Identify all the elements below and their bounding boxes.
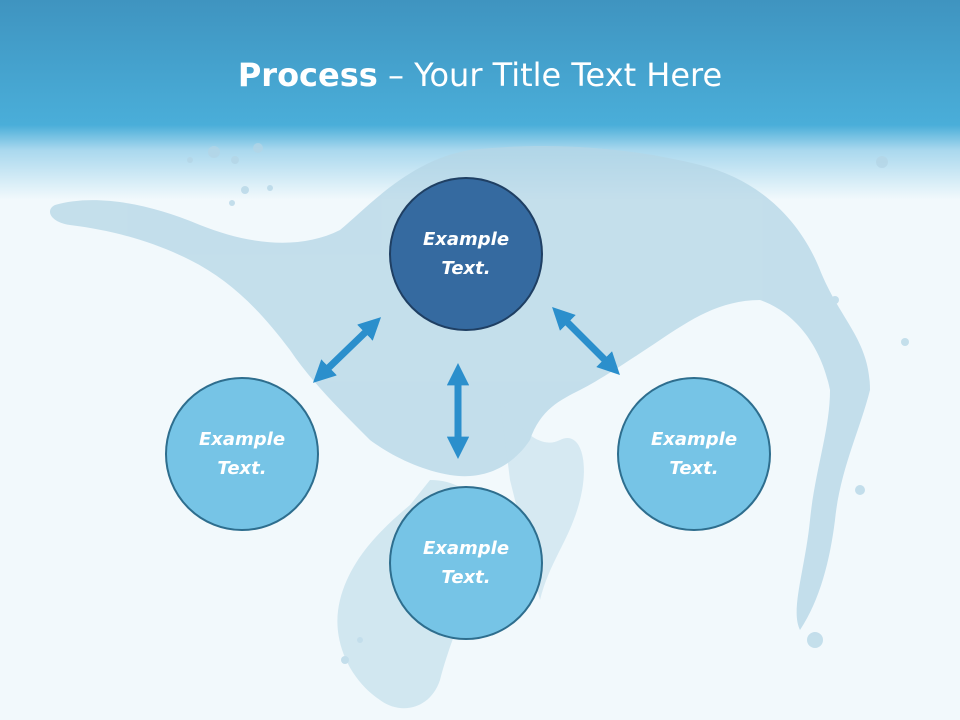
node-bottom-label: Example Text.: [422, 538, 510, 588]
process-node-left: Example Text.: [165, 377, 319, 531]
title-rest: – Your Title Text Here: [377, 56, 723, 94]
node-left-label: Example Text.: [198, 429, 286, 479]
arrow-center-right: [552, 307, 620, 375]
slide-title: Process – Your Title Text Here: [0, 52, 960, 98]
process-node-center: Example Text.: [389, 177, 543, 331]
node-center-label: Example Text.: [422, 229, 510, 279]
title-bold: Process: [237, 56, 378, 94]
arrow-center-left: [312, 317, 382, 383]
process-node-bottom: Example Text.: [389, 486, 543, 640]
process-node-right: Example Text.: [617, 377, 771, 531]
node-right-label: Example Text.: [650, 429, 738, 479]
